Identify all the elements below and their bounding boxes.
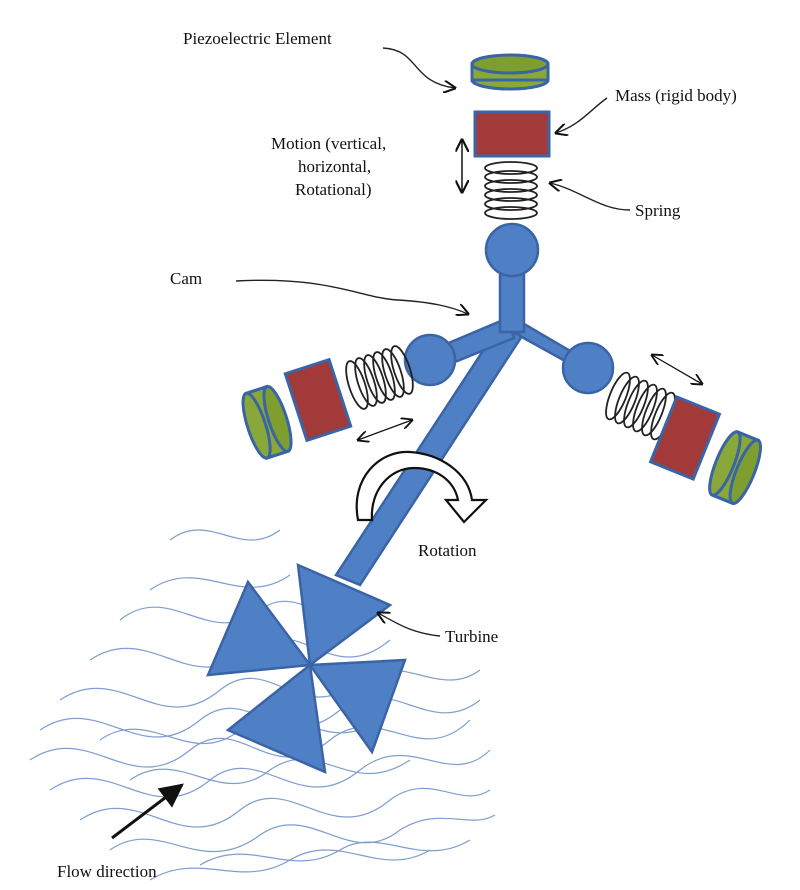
motion-arrow-left-icon: [358, 420, 412, 440]
label-motion-line1: Motion (vertical,: [271, 134, 386, 153]
label-rotation: Rotation: [418, 541, 477, 560]
turbine: [206, 562, 407, 775]
label-motion-line2: horizontal,: [298, 157, 371, 176]
label-piezoelectric-element: Piezoelectric Element: [183, 29, 332, 48]
flow-lines: [29, 529, 496, 881]
piezo-element-left: [241, 384, 293, 460]
piezo-leader-arrow: [382, 47, 455, 88]
cam-leader-arrow: [235, 279, 468, 314]
spring-leader-arrow: [550, 183, 631, 211]
label-turbine: Turbine: [445, 627, 498, 646]
rotation-arrow-icon: [355, 450, 489, 524]
flow-direction-arrow-icon: [111, 783, 184, 840]
motion-arrow-right-icon: [652, 355, 702, 384]
label-motion-line3: Rotational): [295, 180, 371, 199]
piezo-element-top: [470, 53, 550, 91]
label-spring: Spring: [635, 201, 681, 220]
cam-structure: [334, 222, 615, 587]
turbine-leader-arrow: [378, 613, 441, 637]
spring-top: [484, 161, 538, 220]
piezo-element-right: [708, 430, 762, 506]
mass-left: [283, 357, 353, 443]
label-cam: Cam: [170, 269, 202, 288]
mass-right: [648, 394, 722, 482]
mass-leader-arrow: [556, 97, 608, 133]
label-flow-direction: Flow direction: [57, 862, 157, 881]
spring-left: [345, 345, 414, 410]
label-mass: Mass (rigid body): [615, 86, 737, 105]
mass-top: [473, 110, 551, 158]
